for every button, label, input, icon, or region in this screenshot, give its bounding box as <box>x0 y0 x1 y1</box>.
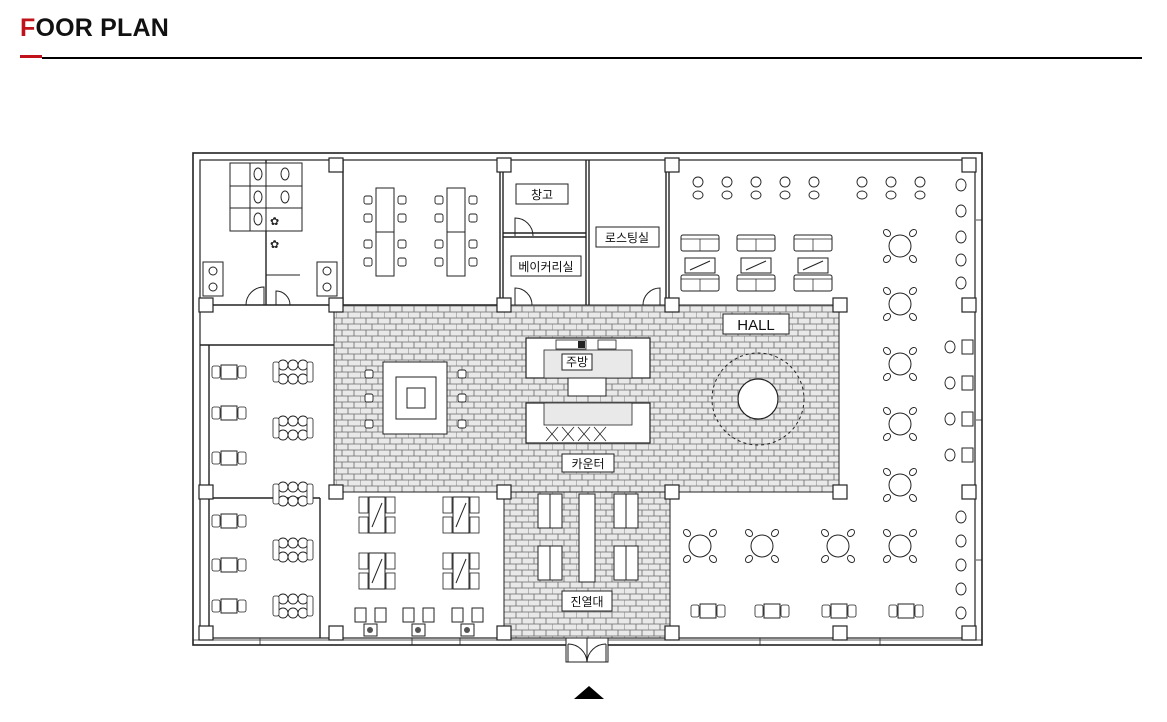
title-rule <box>42 57 1142 59</box>
hall-area: HALL <box>711 313 805 446</box>
title-accent-letter: F <box>20 14 36 42</box>
title-accent-underline <box>20 55 42 58</box>
entrance-arrow-icon <box>574 686 604 699</box>
label-bakery-room: 베이커리실 <box>518 260 573 274</box>
label-display: 진열대 <box>570 595 603 609</box>
window-seats <box>354 607 484 637</box>
room-labels: 창고 로스팅실 베이커리실 <box>510 183 660 277</box>
room-doors <box>514 217 661 306</box>
label-counter: 카운터 <box>571 457 604 471</box>
svg-text:✿: ✿ <box>270 239 279 251</box>
label-roasting-room: 로스팅실 <box>605 231 649 245</box>
entrance-door <box>565 637 609 663</box>
title-text: OOR PLAN <box>35 14 170 42</box>
label-hall: HALL <box>737 317 775 334</box>
display-shelves: 진열대 <box>537 493 639 612</box>
meeting-room-tables <box>363 187 478 277</box>
interior-walls <box>200 160 670 638</box>
svg-text:✿: ✿ <box>270 216 279 228</box>
hall-sofa-sets <box>680 234 833 292</box>
center-display-fixture <box>364 361 467 435</box>
label-kitchen: 주방 <box>566 355 588 369</box>
label-storage: 창고 <box>531 188 553 202</box>
restroom-area: ✿ ✿ <box>202 162 338 306</box>
page-title: FOOR PLAN <box>20 14 169 43</box>
page-header: FOOR PLAN <box>20 14 1144 59</box>
kitchen-counter-block: 주방 카운터 <box>525 337 651 473</box>
wall-tables-right <box>944 339 974 463</box>
